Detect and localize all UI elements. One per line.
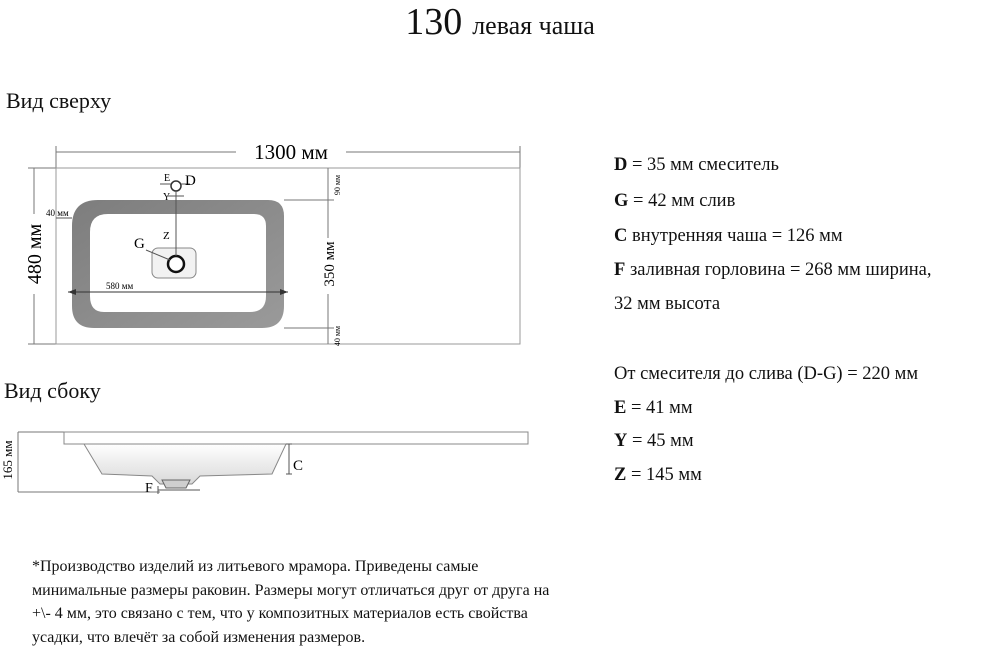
- side-height-label: 165 мм: [0, 440, 15, 479]
- height-label-bg: [22, 214, 46, 294]
- bowl-width-arrow-right: [280, 289, 288, 295]
- marker-g: G: [134, 236, 145, 252]
- production-note: *Производство изделий из литьевого мрамо…: [32, 558, 550, 646]
- model-number: 130: [405, 1, 463, 43]
- bowl-width-arrow-left: [68, 289, 76, 295]
- spec-f-height: 32 мм высота: [614, 294, 721, 314]
- faucet-hole-icon: [170, 180, 182, 192]
- side-drain-neck: [161, 479, 191, 489]
- width-label-bg: [236, 140, 346, 164]
- marker-c: C: [293, 458, 303, 474]
- top-margin-label: 90 мм: [333, 175, 342, 195]
- g-leader-line: [145, 249, 171, 261]
- drain-hole-icon: [166, 254, 186, 274]
- spec-y: Y = 45 мм: [614, 431, 694, 451]
- spec-c: C внутренняя чаша = 126 мм: [614, 226, 843, 246]
- spec-z: Z = 145 мм: [614, 465, 702, 485]
- marker-y: Y: [163, 192, 170, 203]
- height-label: 480 мм: [24, 224, 46, 285]
- marker-z: Z: [163, 230, 170, 242]
- spec-e: E = 41 мм: [614, 398, 693, 418]
- spec-g: G = 42 мм слив: [614, 191, 736, 211]
- marker-d: D: [185, 173, 196, 189]
- bowl-height-label: 350 мм: [322, 241, 338, 287]
- page-title: 130 левая чаша: [0, 0, 1000, 44]
- model-description: левая чаша: [472, 11, 595, 40]
- bottom-margin-label: 40 мм: [333, 326, 342, 346]
- bowl-width-label: 580 мм: [106, 281, 133, 291]
- bowl-height-label-bg: [318, 238, 340, 294]
- marker-f: F: [145, 481, 153, 496]
- top-view-label: Вид сверху: [6, 88, 112, 113]
- marker-e: E: [164, 173, 170, 184]
- side-view-label: Вид сбоку: [4, 378, 101, 403]
- top-view: 1300 мм 480 мм E D Y Z G 40 мм: [22, 140, 521, 346]
- spec-dg-distance: От смесителя до слива (D-G) = 220 мм: [614, 364, 919, 384]
- spec-f: F заливная горловина = 268 мм ширина,: [614, 260, 932, 280]
- side-countertop: [63, 431, 529, 445]
- side-bowl-profile: [83, 443, 287, 485]
- left-margin-label: 40 мм: [46, 208, 69, 218]
- spec-d: D = 35 мм смеситель: [614, 155, 779, 175]
- side-view: 165 мм C F: [0, 431, 529, 496]
- width-label: 1300 мм: [254, 140, 328, 164]
